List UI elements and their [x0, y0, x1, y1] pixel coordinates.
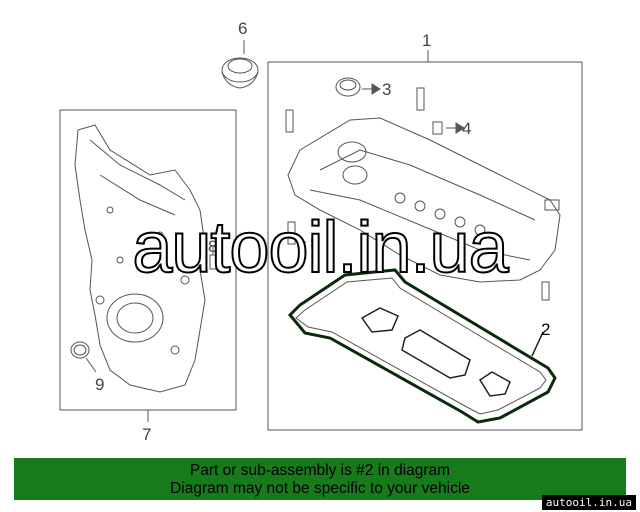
callout-2: 2: [541, 320, 550, 339]
callout-8: 8: [208, 237, 217, 256]
watermark-text: autooil.in.ua: [131, 208, 509, 288]
banner-line-1: Part or sub-assembly is #2 in diagram: [189, 462, 451, 479]
callout-6: 6: [238, 19, 247, 38]
timing-cover-part: [74, 124, 206, 393]
timing-cover-group: [59, 109, 237, 422]
info-banner: Part or sub-assembly is #2 in diagram Di…: [14, 458, 626, 500]
callout-4: 4: [462, 119, 471, 138]
gasket-group: [287, 268, 557, 424]
callout-1: 1: [422, 31, 431, 50]
seal-3-part: [335, 77, 361, 97]
valve-cover-frame: [267, 61, 583, 431]
callout-5: 5: [310, 233, 319, 252]
oil-cap-group: [221, 40, 259, 89]
seal-part: [70, 341, 90, 359]
timing-cover-frame: [59, 109, 237, 411]
oil-cap-part: [221, 57, 259, 83]
callout-9: 9: [95, 375, 104, 394]
valve-cover-part: [287, 117, 561, 283]
callout-3: 3: [382, 80, 391, 99]
grommet-4-part: [432, 121, 443, 135]
banner-line-2: Diagram may not be specific to your vehi…: [170, 480, 470, 497]
valve-cover-group: [267, 50, 583, 431]
callout-7: 7: [142, 425, 151, 444]
site-tag[interactable]: autooil.in.ua: [541, 495, 636, 510]
gasket-part: [287, 268, 557, 424]
